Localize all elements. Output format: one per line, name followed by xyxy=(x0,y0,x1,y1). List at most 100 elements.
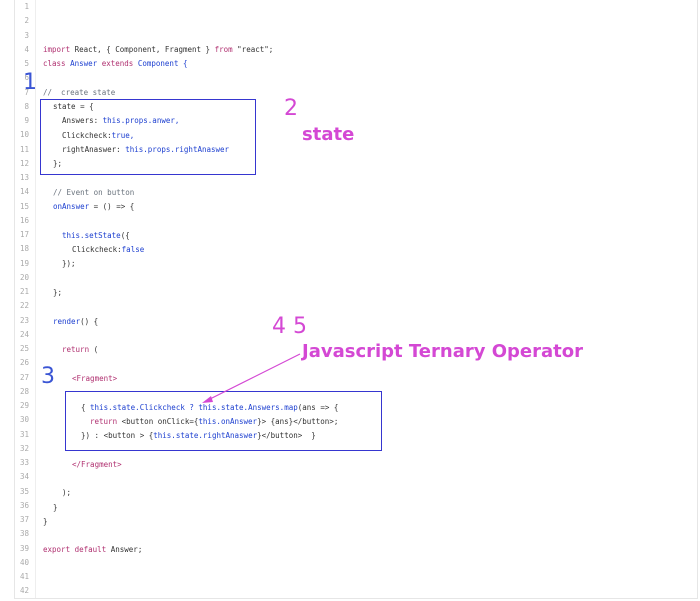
line-number: 6 xyxy=(24,73,29,83)
line-number: 35 xyxy=(19,486,29,496)
code-line-29: { this.state.Clickcheck ? this.state.Ans… xyxy=(81,403,338,413)
annotation-number-3: 3 xyxy=(41,364,55,389)
arrow-fn: = () => { xyxy=(89,202,135,211)
ternary-operator-label: Javascript Ternary Operator xyxy=(302,341,583,362)
annotation-number-1: 1 xyxy=(23,70,37,95)
line-number: 1 xyxy=(24,2,29,11)
rightanaswer-ref: this.state.rightAnaswer xyxy=(153,431,258,440)
return-open: ( xyxy=(89,345,99,354)
ternary-highlight-box xyxy=(65,391,382,451)
code-line-14-comment: // Event on button xyxy=(53,188,135,197)
line-number: 29 xyxy=(19,401,29,410)
line-number: 7 xyxy=(24,87,29,97)
line-number-gutter xyxy=(15,0,36,598)
setstate-call: this.setState xyxy=(62,231,121,240)
code-line-36: } xyxy=(53,503,58,512)
code-line-23: render() { xyxy=(53,317,98,327)
line-number: 33 xyxy=(19,458,29,467)
return-keyword: return xyxy=(62,345,90,354)
else-branch: }) : <button > { xyxy=(81,431,154,440)
code-line-21: }; xyxy=(53,288,63,297)
clickcheck-false: false xyxy=(121,245,145,254)
code-line-4: import React, { Component, Fragment } fr… xyxy=(43,45,273,55)
line-number: 38 xyxy=(19,529,29,539)
line-number: 16 xyxy=(19,215,29,225)
line-number: 24 xyxy=(19,329,29,339)
line-number: 20 xyxy=(19,272,29,282)
line-number: 40 xyxy=(19,557,29,567)
export-default-keyword: export default xyxy=(43,545,107,554)
line-number: 15 xyxy=(19,201,29,211)
editor-frame xyxy=(14,0,698,599)
rightanaswer-key: rightAnaswer: xyxy=(62,145,126,154)
return-keyword-2: return xyxy=(90,417,118,426)
import-keyword: import xyxy=(43,45,71,54)
button-open: <button onClick={ xyxy=(117,417,199,426)
code-line-18: Clickcheck:false xyxy=(72,245,144,255)
line-number: 18 xyxy=(19,244,29,254)
import-source: "react"; xyxy=(232,45,274,54)
code-line-27: <Fragment> xyxy=(72,374,118,383)
line-number: 8 xyxy=(24,101,29,111)
render-name: render xyxy=(53,317,81,326)
state-label: state xyxy=(302,124,355,145)
code-line-9: Answers: this.props.anwer, xyxy=(62,116,179,126)
else-close: }</button> } xyxy=(257,431,316,440)
code-line-39: export default Answer; xyxy=(43,545,142,555)
line-number: 39 xyxy=(19,543,29,553)
code-line-10: Clickcheck:true, xyxy=(62,131,134,141)
annotation-number-2: 2 xyxy=(284,96,298,121)
line-number: 14 xyxy=(19,187,29,197)
line-number: 31 xyxy=(19,429,29,439)
onanswer-ref: this.onAnswer xyxy=(198,417,258,426)
line-number: 36 xyxy=(19,500,29,510)
from-keyword: from xyxy=(214,45,233,54)
code-line-11: rightAnaswer: this.props.rightAnaswer xyxy=(62,145,229,155)
brace-open: { xyxy=(81,403,91,412)
arrow-line xyxy=(205,353,301,402)
line-number: 12 xyxy=(19,158,29,168)
line-number: 37 xyxy=(19,515,29,524)
line-number: 19 xyxy=(19,258,29,268)
line-number: 11 xyxy=(19,144,29,154)
code-line-31: }) : <button > {this.state.rightAnaswer}… xyxy=(81,431,316,441)
line-number: 4 xyxy=(24,44,29,54)
parent-class: Component { xyxy=(133,59,188,68)
arrow-head xyxy=(202,396,213,403)
code-line-25: return ( xyxy=(62,345,98,355)
clickcheck-key: Clickcheck: xyxy=(62,131,112,140)
line-number: 32 xyxy=(19,443,29,453)
line-number: 30 xyxy=(19,415,29,425)
line-number: 17 xyxy=(19,230,29,239)
code-line-37: } xyxy=(43,517,48,526)
code-line-12: }; xyxy=(53,159,63,168)
rightanaswer-value: this.props.rightAnaswer xyxy=(125,145,230,154)
code-line-7-comment: // create state xyxy=(43,88,116,97)
class-name: Answer xyxy=(65,59,102,68)
code-line-30: return <button onClick={this.onAnswer}> … xyxy=(90,417,338,427)
line-number: 2 xyxy=(24,16,29,26)
line-number: 28 xyxy=(19,386,29,396)
line-number: 5 xyxy=(24,59,29,68)
class-keyword: class xyxy=(43,59,66,68)
code-line-15: onAnswer = () => { xyxy=(53,202,134,212)
state-highlight-box xyxy=(40,99,256,175)
code-line-17: this.setState({ xyxy=(62,231,130,241)
code-line-35: ); xyxy=(62,488,72,497)
answers-value: this.props.anwer, xyxy=(102,116,180,125)
ternary-condition: this.state.Clickcheck ? this.state.Answe… xyxy=(90,403,298,412)
line-number: 41 xyxy=(19,572,29,581)
line-number: 13 xyxy=(19,173,29,182)
code-line-19: }); xyxy=(62,259,76,268)
line-number: 27 xyxy=(19,372,29,382)
clickcheck-value: true, xyxy=(111,131,135,140)
extends-keyword: extends xyxy=(101,59,134,68)
line-number: 26 xyxy=(19,358,29,368)
line-number: 25 xyxy=(19,344,29,353)
export-name: Answer; xyxy=(106,545,143,554)
line-number: 22 xyxy=(19,301,29,311)
clickcheck-key-2: Clickcheck: xyxy=(72,245,122,254)
map-callback: (ans => { xyxy=(297,403,339,412)
line-number: 10 xyxy=(19,130,29,140)
